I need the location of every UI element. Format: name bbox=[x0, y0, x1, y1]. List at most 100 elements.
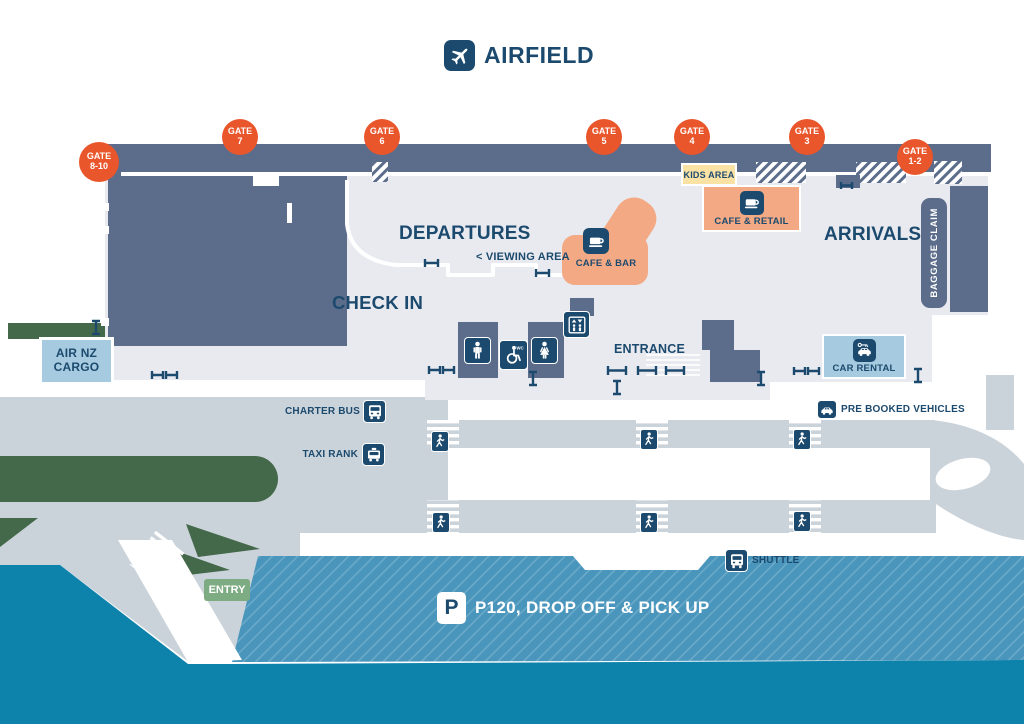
charter-bus-label: CHARTER BUS bbox=[285, 406, 360, 417]
pre-booked-vehicles-stop: PRE BOOKED VEHICLES bbox=[817, 400, 965, 419]
parking-label: P120, DROP OFF & PICK UP bbox=[475, 598, 710, 617]
check-in-label: CHECK IN bbox=[332, 292, 424, 313]
restricted-hatch-3 bbox=[856, 162, 906, 183]
gate-number: 6 bbox=[379, 136, 385, 146]
road-upper bbox=[448, 420, 935, 448]
road-lower bbox=[448, 500, 934, 533]
air-nz-cargo-box: AIR NZ CARGO bbox=[39, 337, 114, 385]
baggage-claim-belt bbox=[921, 198, 947, 308]
pedestrian-walk-icon bbox=[432, 512, 450, 533]
stair-block-lower bbox=[710, 350, 760, 382]
wc-glyph: WC bbox=[516, 345, 524, 350]
kids-area-label: KIDS AREA bbox=[683, 169, 735, 180]
baggage-claim: BAGGAGE CLAIM bbox=[921, 198, 947, 308]
green-median bbox=[0, 456, 278, 502]
cafe-bar-label: CAFE & BAR bbox=[575, 258, 637, 269]
pedestrian-walk-icon bbox=[640, 429, 658, 450]
car-rental-icon bbox=[852, 339, 876, 362]
green-triangle-1 bbox=[186, 524, 260, 557]
bus-icon bbox=[363, 400, 386, 423]
gate-number: 3 bbox=[804, 136, 810, 146]
shuttle-label: SHUTTLE bbox=[752, 555, 800, 566]
entry-badge: ENTRY bbox=[204, 579, 250, 601]
viewing-area-label: < VIEWING AREA bbox=[476, 251, 570, 263]
airfield-plane-icon bbox=[444, 40, 475, 71]
cafe-retail-box: CAFE & RETAIL bbox=[702, 185, 801, 232]
pedestrian-walk-icon bbox=[793, 511, 811, 532]
gate-name: GATE bbox=[679, 126, 705, 137]
pedestrian-walk-icon bbox=[431, 431, 449, 452]
car-rental-label: CAR RENTAL bbox=[832, 363, 896, 374]
departures-label: DEPARTURES bbox=[399, 223, 531, 244]
car-icon bbox=[817, 400, 837, 419]
arrivals-label: ARRIVALS bbox=[824, 224, 922, 245]
air-nz-cargo-line2: CARGO bbox=[53, 360, 100, 374]
entry-crossing bbox=[129, 528, 187, 587]
cafe-retail-label: CAFE & RETAIL bbox=[714, 215, 789, 227]
gate-badge-6: GATE 6 bbox=[364, 119, 400, 155]
loop-island bbox=[935, 457, 991, 491]
shuttle-stop: SHUTTLE bbox=[725, 549, 800, 572]
bus-icon bbox=[725, 549, 748, 572]
baggage-backroom bbox=[950, 186, 988, 312]
gate-name: GATE bbox=[591, 126, 617, 137]
gate-name: GATE bbox=[902, 146, 928, 157]
west-door-2 bbox=[101, 226, 109, 234]
male-toilet-icon bbox=[464, 337, 491, 364]
west-door-1 bbox=[101, 203, 109, 211]
gate-number: 8-10 bbox=[89, 161, 108, 171]
pedestrian-walk-icon bbox=[793, 429, 811, 450]
coffee-cup-icon bbox=[583, 228, 609, 254]
charter-bus-stop: CHARTER BUS bbox=[285, 400, 386, 423]
green-strip-west bbox=[8, 323, 108, 339]
median-island bbox=[460, 448, 930, 500]
map-title-text: AIRFIELD bbox=[484, 42, 595, 68]
gate-badge-3: GATE 3 bbox=[789, 119, 825, 155]
parking-symbol: P bbox=[444, 596, 459, 619]
gate-number: 1-2 bbox=[908, 156, 922, 166]
gate-badge-5: GATE 5 bbox=[586, 119, 622, 155]
entry-label: ENTRY bbox=[208, 584, 246, 596]
pedestrian-walk-icon bbox=[640, 512, 658, 533]
gate-name: GATE bbox=[86, 151, 112, 162]
pre-booked-vehicles-label: PRE BOOKED VEHICLES bbox=[841, 404, 965, 415]
gate-number: 5 bbox=[601, 136, 607, 146]
baggage-claim-label: BAGGAGE CLAIM bbox=[928, 208, 940, 298]
taxi-rank-label: TAXI RANK bbox=[302, 449, 358, 460]
taxi-icon bbox=[362, 443, 385, 466]
door-markers bbox=[92, 182, 922, 396]
entrance-label: ENTRANCE bbox=[614, 342, 686, 356]
gate-name: GATE bbox=[794, 126, 820, 137]
gate-badge-8-10: GATE 8-10 bbox=[79, 142, 119, 182]
gate-number: 7 bbox=[237, 136, 243, 146]
staff-block bbox=[108, 176, 347, 346]
gate-badge-7: GATE 7 bbox=[222, 119, 258, 155]
west-door-3 bbox=[101, 318, 109, 326]
gate-number: 4 bbox=[689, 136, 695, 146]
restricted-hatch-4 bbox=[934, 161, 962, 184]
female-toilet-icon bbox=[531, 337, 558, 364]
car-rental-box: CAR RENTAL bbox=[822, 334, 906, 379]
parking-area bbox=[232, 556, 1024, 662]
taxi-rank-stop: TAXI RANK bbox=[300, 443, 385, 466]
gate-badge-4: GATE 4 bbox=[674, 119, 710, 155]
green-triangle-2 bbox=[176, 551, 230, 575]
map-title: AIRFIELD bbox=[444, 40, 594, 71]
stair-block-upper bbox=[702, 320, 734, 350]
air-nz-cargo-line1: AIR NZ bbox=[55, 346, 98, 361]
road-right-stub bbox=[986, 375, 1014, 430]
restricted-hatch-1 bbox=[372, 162, 388, 182]
parking-label-group: P P120, DROP OFF & PICK UP bbox=[437, 592, 710, 624]
water bbox=[0, 565, 1024, 724]
gate-name: GATE bbox=[227, 126, 253, 137]
gate-name: GATE bbox=[369, 126, 395, 137]
parking-icon: P bbox=[437, 592, 466, 624]
accessible-toilet-icon: WC bbox=[499, 340, 528, 370]
staff-block-door-gap bbox=[287, 203, 292, 223]
kids-area-box: KIDS AREA bbox=[681, 163, 737, 186]
green-wedge bbox=[0, 518, 38, 547]
coffee-cup-icon bbox=[739, 190, 764, 215]
restricted-hatch-2 bbox=[756, 162, 806, 183]
staff-block-slot bbox=[253, 176, 279, 186]
